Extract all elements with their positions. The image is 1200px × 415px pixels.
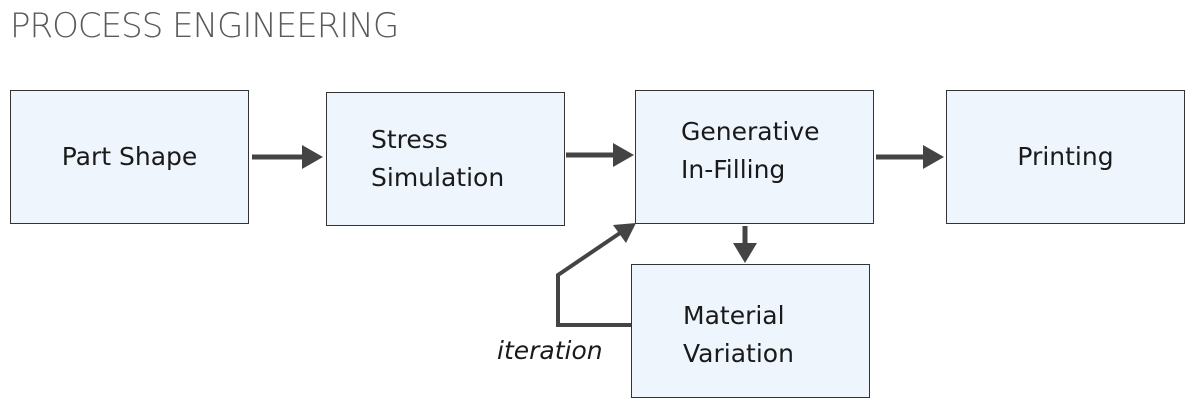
arrow-iteration-loop [556, 223, 636, 327]
node-stress-simulation: Stress Simulation [326, 92, 565, 226]
node-printing-label: Printing [1017, 142, 1114, 171]
node-part-shape-label: Part Shape [61, 142, 198, 171]
arrow-generative-to-printing [876, 145, 944, 169]
iteration-label: iteration [497, 336, 603, 365]
node-material-variation-label: Material Variation [683, 301, 794, 368]
node-printing: Printing [946, 90, 1185, 224]
node-generative-infilling: Generative In-Filling [635, 90, 874, 224]
arrow-generative-to-material [733, 226, 757, 263]
node-stress-simulation-label: Stress Simulation [371, 125, 505, 192]
node-material-variation: Material Variation [631, 264, 870, 398]
node-part-shape: Part Shape [10, 90, 249, 224]
arrow-stress-to-generative [566, 143, 634, 167]
diagram-title: PROCESS ENGINEERING [10, 6, 399, 46]
arrow-part-to-stress [252, 145, 323, 169]
node-generative-infilling-label: Generative In-Filling [681, 117, 820, 184]
